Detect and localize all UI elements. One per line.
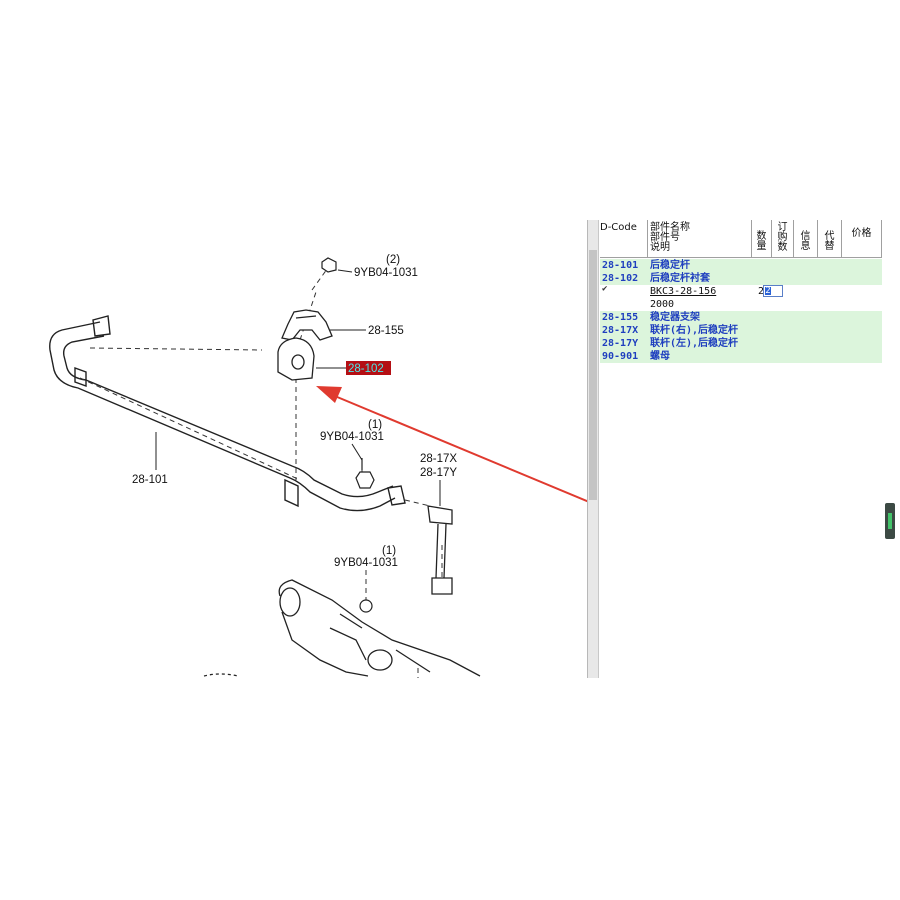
- row-code: 28-17X: [602, 325, 639, 336]
- callout-bolt-low-part: 9YB04-1031: [334, 557, 398, 569]
- table-row[interactable]: 28-17X 联杆(右),后稳定杆: [600, 324, 882, 337]
- table-row-description[interactable]: 2000: [600, 298, 882, 311]
- callout-bolt-low-qty: (1): [382, 545, 396, 557]
- col-header-qty[interactable]: 数量: [752, 220, 772, 258]
- col-header-price[interactable]: 价格: [842, 220, 882, 258]
- highlight-box: [346, 361, 391, 375]
- callout-bolt-top-qty: (2): [386, 254, 400, 266]
- row-name: 联杆(右),后稳定杆: [650, 325, 739, 336]
- callout-bolt-top-part: 9YB04-1031: [354, 267, 418, 279]
- row-code: 28-101: [602, 260, 639, 271]
- col-header-order-qty[interactable]: 订 购 数: [772, 220, 794, 258]
- callout-link-right: 28-17X: [420, 453, 457, 465]
- callout-bolt-mid-qty: (1): [368, 419, 382, 431]
- row-code: 28-17Y: [602, 338, 639, 349]
- order-quantity-input[interactable]: 2: [763, 285, 783, 297]
- table-row[interactable]: 28-17Y 联杆(左),后稳定杆: [600, 337, 882, 350]
- table-row[interactable]: 90-901 螺母: [600, 350, 882, 363]
- check-icon[interactable]: ✔: [602, 284, 608, 294]
- col-header-name[interactable]: 部件名称 部件号 说明: [648, 220, 752, 258]
- table-row[interactable]: 28-101 后稳定杆: [600, 259, 882, 272]
- callout-bracket: 28-155: [368, 325, 404, 337]
- bushing-28-102[interactable]: [277, 337, 315, 381]
- callout-bushing-highlighted[interactable]: 28-102: [348, 363, 384, 375]
- col-header-code[interactable]: D-Code: [600, 220, 648, 258]
- row-name: 稳定器支架: [650, 312, 700, 323]
- row-name: 联杆(左),后稳定杆: [650, 338, 739, 349]
- parts-table-panel: D-Code 部件名称 部件号 说明 数量 订 购 数 信 息 代 替 价格 2…: [587, 220, 888, 678]
- col-header-alternate[interactable]: 代 替: [818, 220, 842, 258]
- table-row[interactable]: 28-155 稳定器支架: [600, 311, 882, 324]
- vertical-scrollbar[interactable]: [588, 220, 599, 678]
- row-code: 28-102: [602, 273, 639, 284]
- callout-bolt-mid-part: 9YB04-1031: [320, 431, 384, 443]
- lower-control-arm[interactable]: [203, 579, 481, 677]
- row-name: 后稳定杆衬套: [650, 273, 710, 284]
- row-name: 后稳定杆: [650, 260, 690, 271]
- row-part-number[interactable]: BKC3-28-156: [650, 286, 717, 297]
- bolt-top[interactable]: [321, 257, 337, 273]
- callout-link-left: 28-17Y: [420, 467, 457, 479]
- row-description: 2000: [650, 299, 675, 310]
- bolt-low[interactable]: [359, 599, 373, 613]
- table-row[interactable]: 28-102 后稳定杆衬套: [600, 272, 882, 285]
- row-code: 90-901: [602, 351, 639, 362]
- row-code: 28-155: [602, 312, 639, 323]
- stabilizer-bar[interactable]: [49, 315, 406, 512]
- table-row-selected-part[interactable]: ✔ BKC3-28-156 2 2: [600, 284, 882, 298]
- callout-stabilizer: 28-101: [132, 474, 168, 486]
- side-collapse-tab[interactable]: [885, 503, 895, 539]
- parts-grid: D-Code 部件名称 部件号 说明 数量 订 购 数 信 息 代 替 价格 2…: [600, 220, 886, 678]
- stabilizer-link[interactable]: [427, 505, 453, 595]
- row-quantity: 2: [758, 286, 765, 297]
- col-header-info[interactable]: 信 息: [794, 220, 818, 258]
- row-name: 螺母: [650, 351, 670, 362]
- scrollbar-thumb[interactable]: [589, 250, 597, 500]
- side-tab-indicator: [888, 513, 892, 529]
- bolt-mid[interactable]: [355, 458, 375, 489]
- bracket-28-155[interactable]: [281, 309, 333, 341]
- order-quantity-value: 2: [765, 286, 771, 296]
